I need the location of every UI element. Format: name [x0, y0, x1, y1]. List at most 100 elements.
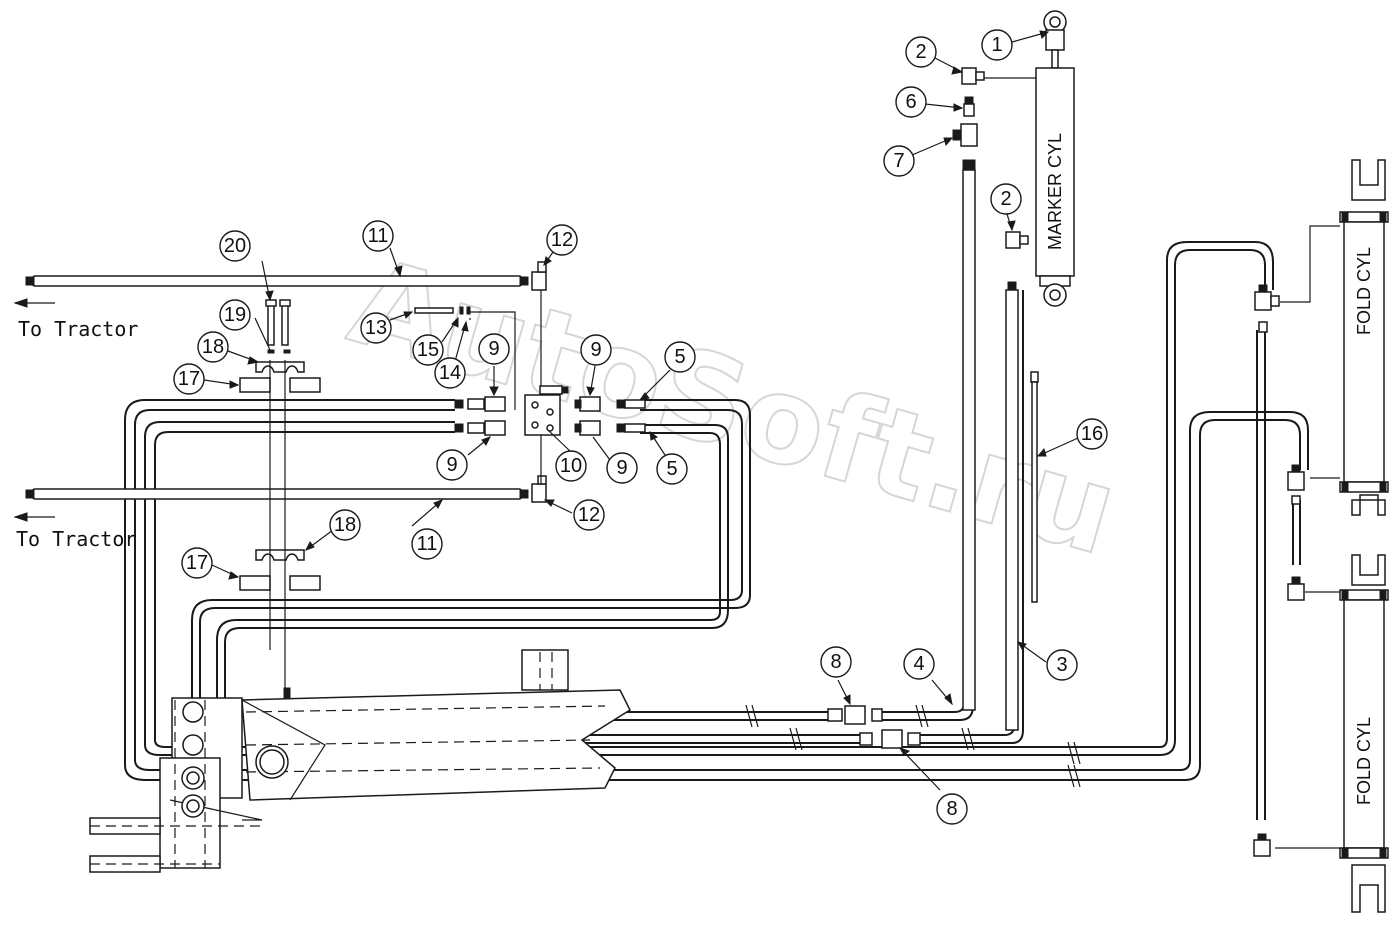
callout-20: 20 — [219, 230, 251, 262]
hose-marker-lines — [962, 159, 1019, 731]
svg-text:13: 13 — [365, 317, 387, 339]
svg-text:3: 3 — [1056, 654, 1067, 676]
fold-fittings — [1253, 284, 1305, 857]
callout-15: 15 — [412, 334, 444, 366]
svg-text:5: 5 — [674, 346, 685, 368]
callout-6: 6 — [895, 86, 927, 118]
svg-text:14: 14 — [439, 362, 461, 384]
svg-text:18: 18 — [334, 514, 356, 536]
hose-11-top — [25, 275, 529, 287]
fitting-9-a — [454, 396, 506, 412]
hose-5-top — [616, 399, 646, 409]
plate-18-bottom — [255, 549, 305, 561]
clamp-17-bottom — [239, 575, 321, 591]
frame-body — [89, 649, 631, 873]
callout-17-bottom: 17 — [181, 547, 213, 579]
svg-text:8: 8 — [946, 798, 957, 820]
nuts-19 — [267, 349, 291, 354]
fitting-6 — [963, 96, 975, 117]
fold-cylinder-bottom — [1275, 554, 1389, 913]
svg-text:8: 8 — [830, 651, 841, 673]
callout-17-top: 17 — [173, 363, 205, 395]
valve-8-top — [827, 705, 883, 725]
callout-11-top: 11 — [362, 220, 394, 252]
elbow-2-lower — [1005, 231, 1029, 249]
svg-text:4: 4 — [913, 653, 924, 675]
callout-5-top: 5 — [664, 341, 696, 373]
to-tractor-arrow-bottom — [13, 512, 55, 522]
svg-text:7: 7 — [893, 150, 904, 172]
plate-18-top — [255, 361, 305, 373]
svg-text:9: 9 — [590, 339, 601, 361]
svg-text:6: 6 — [905, 91, 916, 113]
marker-cyl-label: MARKER CYL — [1045, 133, 1065, 250]
valve-7 — [952, 123, 978, 147]
callout-12-bottom: 12 — [573, 499, 605, 531]
svg-text:9: 9 — [488, 338, 499, 360]
callout-2-lower: 2 — [990, 183, 1022, 215]
svg-text:17: 17 — [178, 368, 200, 390]
hose-11-bottom — [25, 488, 529, 500]
callout-18-top: 18 — [197, 331, 229, 363]
fold-cyl-label-bottom: FOLD CYL — [1354, 717, 1374, 805]
svg-text:1: 1 — [991, 34, 1002, 56]
callout-7: 7 — [883, 145, 915, 177]
callout-11-bottom: 11 — [411, 528, 443, 560]
svg-text:12: 12 — [551, 229, 573, 251]
callout-10: 10 — [555, 450, 587, 482]
svg-text:2: 2 — [1000, 188, 1011, 210]
svg-text:20: 20 — [224, 235, 246, 257]
elbow-2-top — [961, 67, 985, 85]
bracket-line-14 — [470, 311, 516, 410]
callout-19: 19 — [219, 299, 251, 331]
callout-2-top: 2 — [905, 36, 937, 68]
leader-lines — [203, 30, 1079, 791]
callout-12-top: 12 — [546, 224, 578, 256]
svg-text:19: 19 — [224, 304, 246, 326]
svg-text:11: 11 — [368, 225, 389, 247]
callout-9-a: 9 — [478, 333, 510, 365]
elbow-12-top — [531, 261, 547, 291]
callout-3: 3 — [1046, 649, 1078, 681]
callout-14: 14 — [434, 357, 466, 389]
callout-1: 1 — [981, 29, 1013, 61]
fold-cyl-label-top: FOLD CYL — [1354, 247, 1374, 335]
callout-5-bottom: 5 — [656, 453, 688, 485]
valve-block-10 — [524, 385, 569, 436]
to-tractor-arrow-top — [13, 298, 55, 308]
svg-text:2: 2 — [915, 41, 926, 63]
hose-16 — [1030, 371, 1039, 603]
svg-text:5: 5 — [666, 458, 677, 480]
callout-8-top: 8 — [820, 646, 852, 678]
callout-18-bottom: 18 — [329, 509, 361, 541]
svg-text:11: 11 — [417, 533, 438, 555]
fold-cylinder-top — [1280, 159, 1389, 516]
fitting-9-c — [574, 396, 601, 412]
break-symbols — [745, 704, 1081, 788]
svg-text:16: 16 — [1081, 423, 1103, 445]
svg-text:9: 9 — [616, 457, 627, 479]
svg-text:18: 18 — [202, 336, 224, 358]
svg-text:12: 12 — [578, 504, 600, 526]
pin-15 — [459, 306, 471, 315]
to-tractor-label-top: To Tractor — [18, 317, 138, 341]
svg-text:17: 17 — [186, 552, 208, 574]
svg-text:15: 15 — [417, 339, 439, 361]
callout-9-b: 9 — [580, 334, 612, 366]
pin-13 — [414, 307, 454, 314]
hose-loops — [124, 165, 1309, 820]
callout-13: 13 — [360, 312, 392, 344]
callout-9-c: 9 — [436, 449, 468, 481]
marker-cylinder — [982, 10, 1075, 307]
callout-8-bottom: 8 — [936, 793, 968, 825]
svg-text:9: 9 — [446, 454, 457, 476]
callout-16: 16 — [1076, 418, 1108, 450]
valve-8-bottom — [859, 729, 921, 749]
callout-9-d: 9 — [606, 452, 638, 484]
clamp-17-top — [239, 377, 321, 393]
hose-5-bottom — [616, 423, 646, 433]
to-tractor-label-bottom: To Tractor — [16, 527, 136, 551]
bolts-20 — [265, 299, 291, 346]
svg-text:10: 10 — [560, 455, 582, 477]
